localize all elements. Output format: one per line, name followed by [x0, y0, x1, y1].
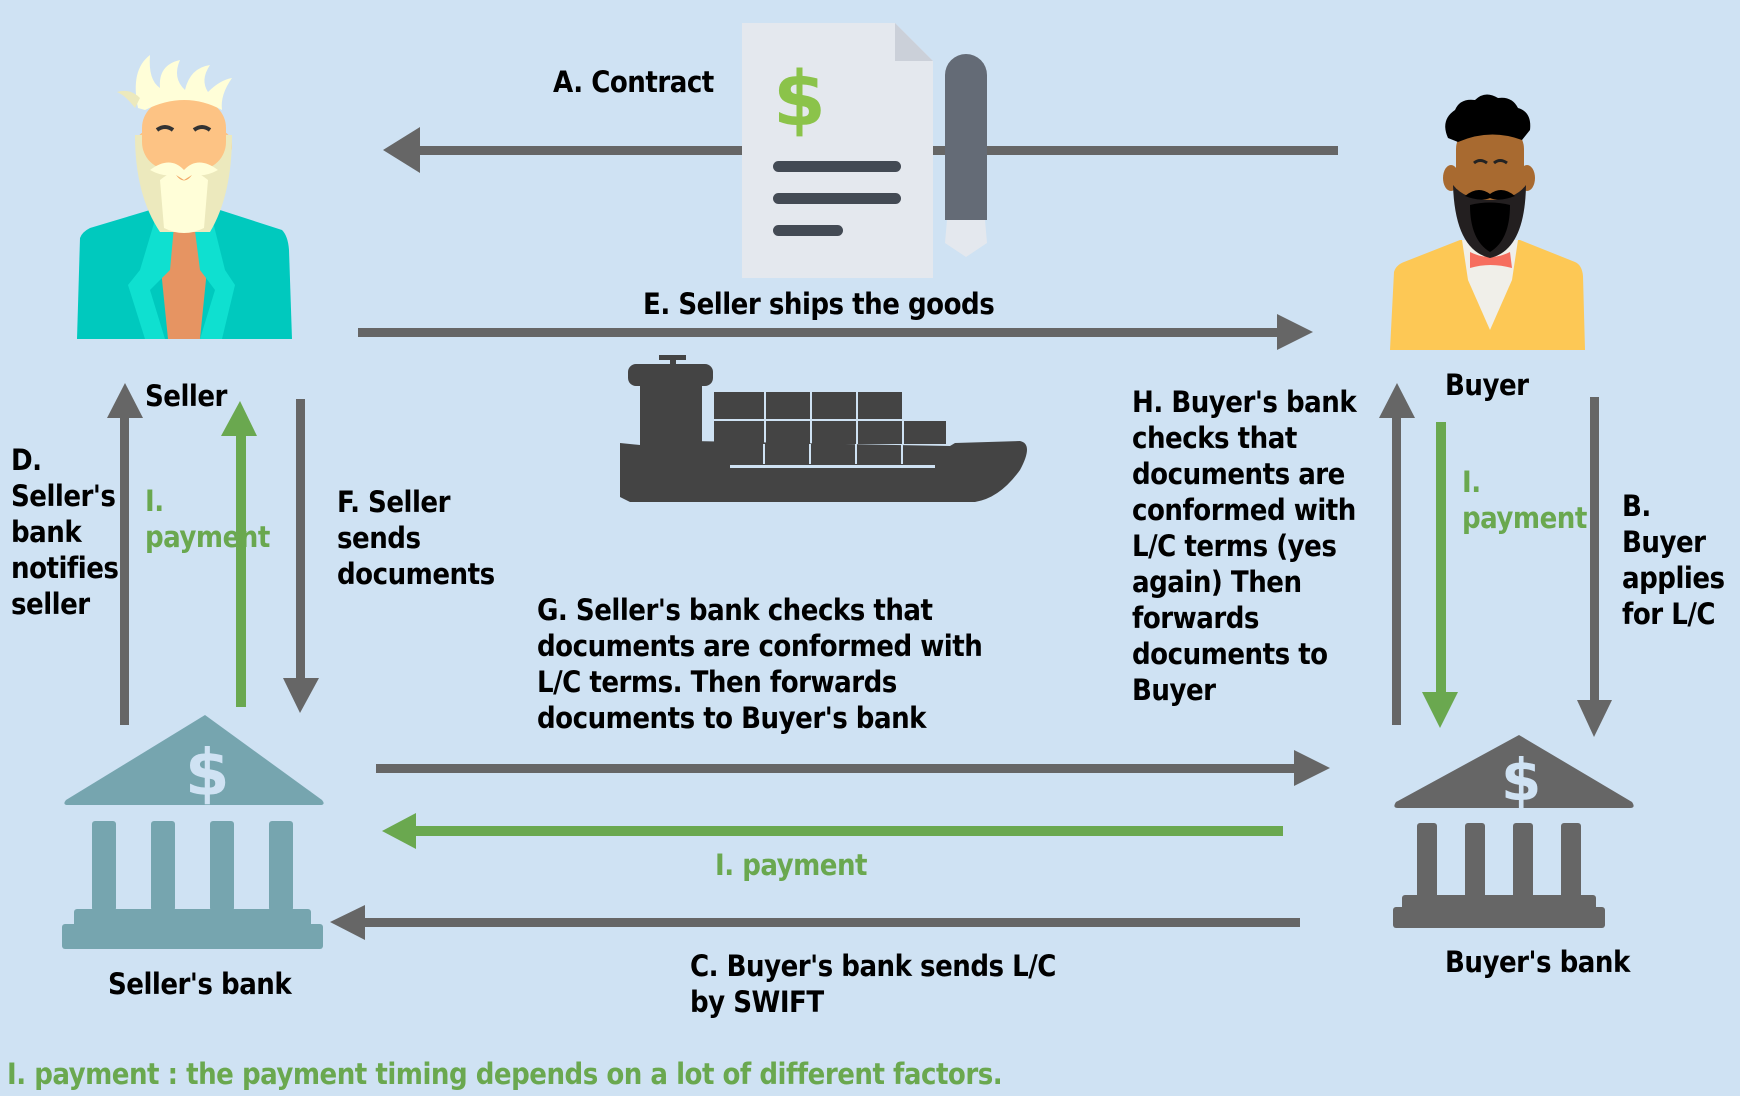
svg-text:$: $	[773, 54, 826, 143]
arrow-e-ship-goods	[358, 314, 1313, 350]
payment-footnote: I. payment : the payment timing depends …	[7, 1057, 1003, 1091]
arrow-i-payment-from-buyer	[1422, 422, 1458, 728]
arrow-h-forward-to-buyer	[1379, 383, 1415, 725]
arrow-i-payment-between-banks	[382, 813, 1283, 849]
step-d-label: D. Seller's bank notifies seller	[11, 443, 119, 621]
arrow-b-apply-lc	[1577, 397, 1612, 737]
step-h-label: H. Buyer's bank checks that documents ar…	[1132, 385, 1357, 707]
contract-document-icon: $	[742, 23, 933, 278]
seller-bank-label: Seller's bank	[108, 967, 292, 1001]
cargo-ship-icon	[620, 355, 1027, 502]
arrow-g-forward-to-buyer-bank	[376, 750, 1330, 786]
buyer-person-icon	[1390, 94, 1585, 350]
step-i-seller-label: I. payment	[145, 484, 270, 554]
step-e-label: E. Seller ships the goods	[643, 287, 995, 321]
seller-bank-icon: $	[62, 715, 324, 949]
seller-label: Seller	[145, 379, 227, 413]
buyer-bank-icon: $	[1393, 735, 1634, 928]
step-g-label: G. Seller's bank checks that documents a…	[537, 593, 983, 735]
svg-text:$: $	[185, 737, 230, 811]
step-f-label: F. Seller sends documents	[337, 485, 495, 591]
buyer-label: Buyer	[1445, 368, 1529, 402]
pen-icon	[945, 54, 987, 257]
arrow-f-send-documents	[283, 399, 319, 713]
step-a-label: A. Contract	[553, 65, 714, 99]
seller-person-icon	[77, 55, 292, 339]
svg-text:$: $	[1501, 746, 1541, 814]
step-i-banks-label: I. payment	[715, 848, 868, 882]
step-c-label: C. Buyer's bank sends L/C by SWIFT	[690, 949, 1056, 1019]
buyer-bank-label: Buyer's bank	[1445, 945, 1630, 979]
arrow-c-send-lc-swift	[330, 905, 1300, 940]
step-i-buyer-label: I. payment	[1462, 465, 1587, 535]
arrow-d-notify-seller	[107, 383, 143, 725]
step-b-label: B. Buyer applies for L/C	[1622, 489, 1725, 631]
arrow-i-payment-to-seller	[221, 401, 257, 707]
